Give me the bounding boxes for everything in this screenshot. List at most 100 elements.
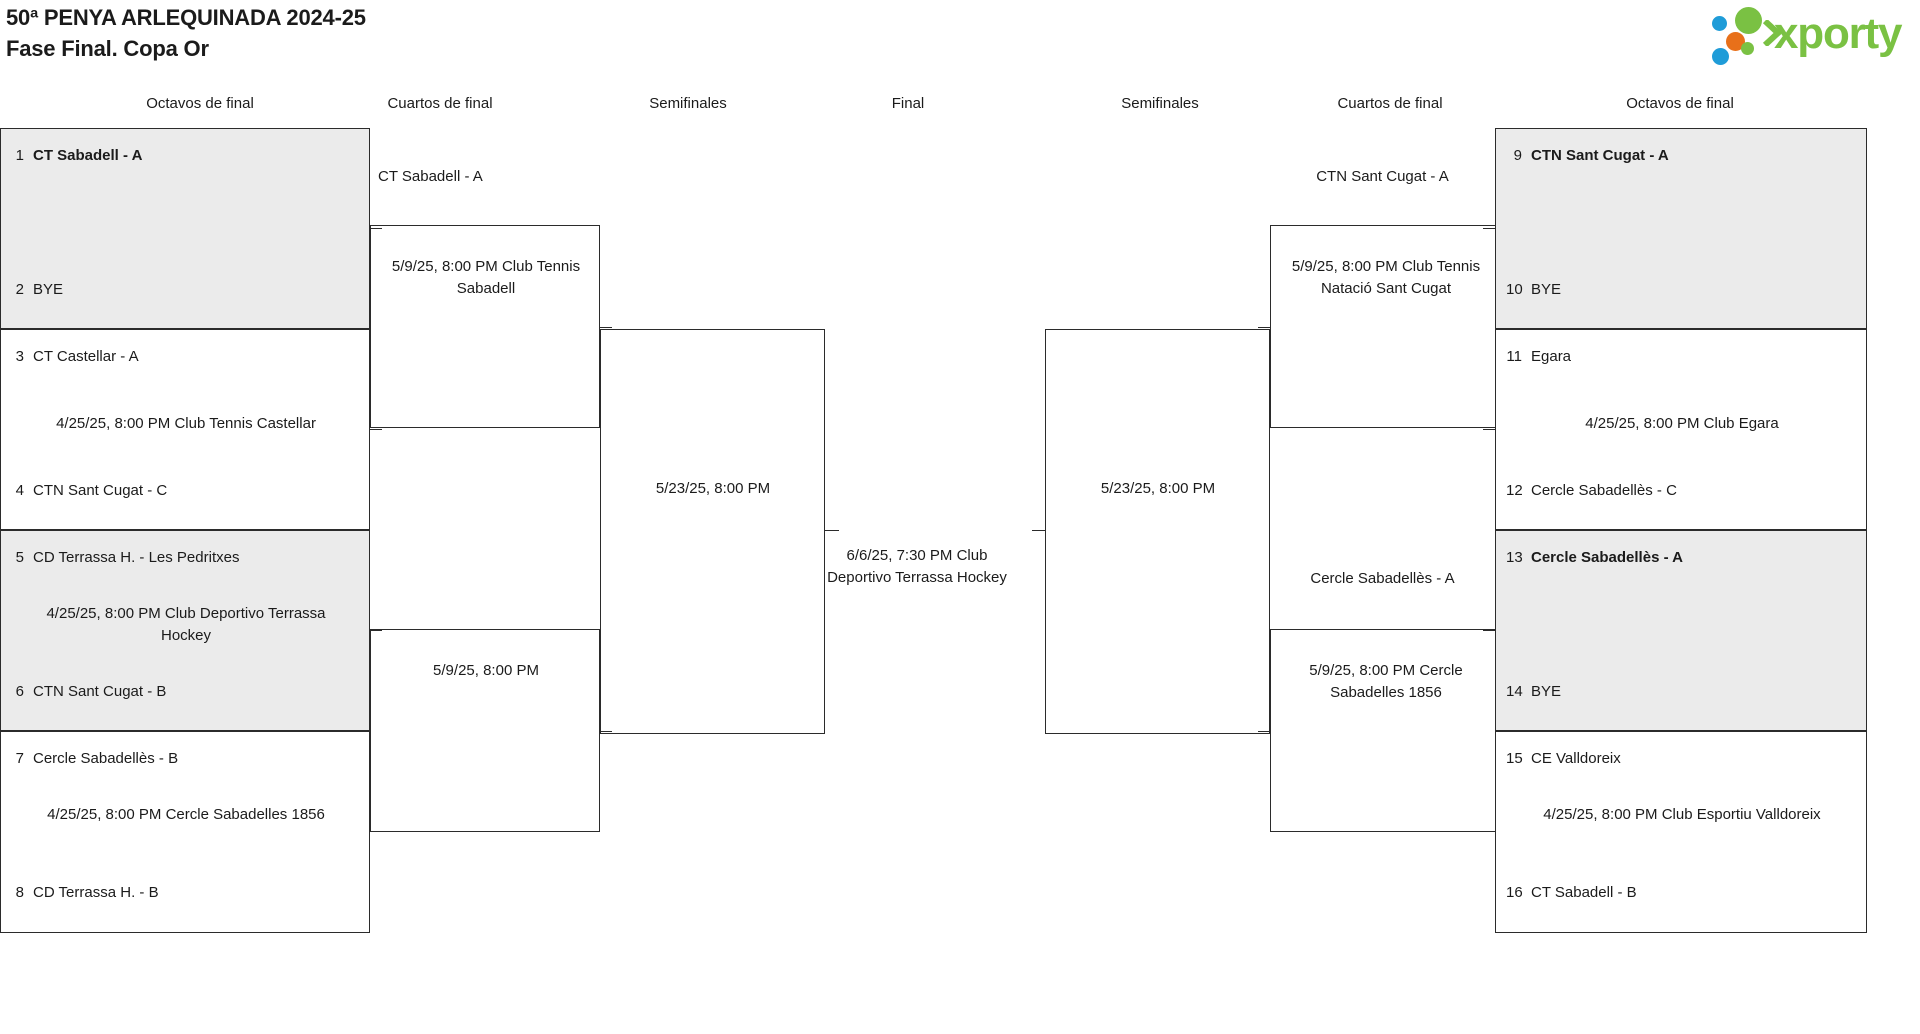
team-name: CD Terrassa H. - B — [33, 884, 159, 901]
round-header-semifinales-left: Semifinales — [649, 95, 727, 112]
page-title: 50ª PENYA ARLEQUINADA 2024-25 Fase Final… — [6, 2, 366, 64]
match-info: 4/25/25, 8:00 PM Club Esportiu Valldorei… — [1543, 806, 1821, 823]
match-box-right-octavos-2[interactable]: 11 Egara 4/25/25, 8:00 PM Club Egara 12 Ce… — [1495, 329, 1867, 530]
match-info-final: 6/6/25, 7:30 PM Club Deportivo Terrassa … — [827, 547, 1007, 586]
match-box-right-octavos-1[interactable]: 9 CTN Sant Cugat - A 10 BYE — [1495, 128, 1867, 329]
match-box-right-cuartos-1[interactable]: 5/9/25, 8:00 PM Club Tennis Natació Sant… — [1270, 225, 1500, 428]
connector-left-q1 — [600, 327, 612, 328]
match-box-left-octavos-1[interactable]: 1 CT Sabadell - A 2 BYE — [0, 128, 370, 329]
competitor-seed-10[interactable]: 10 BYE — [1496, 281, 1866, 299]
title-line-1: 50ª PENYA ARLEQUINADA 2024-25 — [6, 5, 366, 30]
match-info: 5/9/25, 8:00 PM Cercle Sabadelles 1856 — [1309, 662, 1463, 701]
match-box-right-octavos-4[interactable]: 15 CE Valldoreix 4/25/25, 8:00 PM Club Es… — [1495, 731, 1867, 933]
match-info: 4/25/25, 8:00 PM Cercle Sabadelles 1856 — [47, 806, 325, 823]
match-info: 4/25/25, 8:00 PM Club Deportivo Terrassa… — [46, 605, 326, 644]
seed-number: 1 — [15, 147, 24, 164]
connector-right-o3 — [1483, 630, 1495, 631]
team-name: CT Sabadell - A — [33, 147, 143, 164]
connector-right-o2 — [1483, 429, 1495, 430]
team-name: BYE — [1531, 281, 1562, 298]
competitor-seed-6[interactable]: 6 CTN Sant Cugat - B — [1, 683, 369, 701]
connector-right-q2 — [1258, 731, 1270, 732]
connector-left-sf — [825, 530, 839, 531]
match-box-right-cuartos-2[interactable]: 5/9/25, 8:00 PM Cercle Sabadelles 1856 — [1270, 629, 1500, 832]
connector-right-o4 — [1483, 831, 1495, 832]
competitor-seed-1[interactable]: 1 CT Sabadell - A — [1, 147, 369, 165]
connector-left-o1 — [370, 228, 382, 229]
chevron-right-icon — [1763, 20, 1781, 46]
round-header-octavos-left: Octavos de final — [146, 95, 254, 112]
seed-number: 5 — [15, 549, 24, 566]
seed-number: 3 — [15, 348, 24, 365]
match-info: 4/25/25, 8:00 PM Club Egara — [1585, 415, 1779, 432]
round-header-octavos-right: Octavos de final — [1626, 95, 1734, 112]
match-box-right-semifinal[interactable]: 5/23/25, 8:00 PM — [1045, 329, 1270, 734]
team-name: CTN Sant Cugat - B — [33, 683, 167, 700]
seed-number: 15 — [1506, 750, 1523, 767]
round-header-cuartos-right: Cuartos de final — [1337, 95, 1443, 112]
connector-left-o4 — [370, 831, 382, 832]
match-info: 4/25/25, 8:00 PM Club Tennis Castellar — [56, 415, 316, 432]
seed-number: 4 — [15, 482, 24, 499]
round-header-cuartos-left: Cuartos de final — [387, 95, 493, 112]
seed-number: 11 — [1506, 348, 1522, 365]
connector-left-q2 — [600, 731, 612, 732]
competitor-seed-7[interactable]: 7 Cercle Sabadellès - B — [1, 750, 369, 768]
match-info: 5/9/25, 8:00 PM Club Tennis Sabadell — [391, 258, 581, 297]
competitor-seed-12[interactable]: 12 Cercle Sabadellès - C — [1496, 482, 1866, 500]
match-info: 5/23/25, 8:00 PM — [655, 480, 771, 497]
team-name: Cercle Sabadellès - A — [1531, 549, 1684, 566]
match-box-left-octavos-2[interactable]: 3 CT Castellar - A 4/25/25, 8:00 PM Club … — [0, 329, 370, 530]
team-name: BYE — [1531, 683, 1562, 700]
round-header-final: Final — [891, 95, 925, 112]
advancing-team-right-cuartos-1: CTN Sant Cugat - A — [1316, 168, 1449, 185]
connector-right-sf — [1032, 530, 1046, 531]
connector-right-q1 — [1258, 327, 1270, 328]
match-box-left-semifinal[interactable]: 5/23/25, 8:00 PM — [600, 329, 825, 734]
seed-number: 14 — [1506, 683, 1523, 700]
seed-number: 6 — [15, 683, 24, 700]
logo-wordmark: xporty — [1774, 9, 1902, 58]
competitor-seed-14[interactable]: 14 BYE — [1496, 683, 1866, 701]
seed-number: 7 — [15, 750, 24, 767]
team-name: Cercle Sabadellès - C — [1531, 482, 1677, 499]
connector-left-o3 — [370, 630, 382, 631]
seed-number: 10 — [1506, 281, 1523, 298]
team-name: CTN Sant Cugat - A — [1531, 147, 1669, 164]
match-info: 5/9/25, 8:00 PM — [433, 662, 539, 679]
team-name: CT Castellar - A — [33, 348, 139, 365]
match-info: 5/23/25, 8:00 PM — [1100, 480, 1216, 497]
seed-number: 9 — [1513, 147, 1522, 164]
team-name: CTN Sant Cugat - C — [33, 482, 168, 499]
advancing-team-right-cuartos-2: Cercle Sabadellès - A — [1310, 570, 1455, 587]
team-name: CT Sabadell - B — [1531, 884, 1637, 901]
competitor-seed-11[interactable]: 11 Egara — [1496, 348, 1866, 366]
match-box-left-cuartos-2[interactable]: 5/9/25, 8:00 PM — [370, 629, 600, 832]
competitor-seed-2[interactable]: 2 BYE — [1, 281, 369, 299]
connector-left-o2 — [370, 429, 382, 430]
competitor-seed-9[interactable]: 9 CTN Sant Cugat - A — [1496, 147, 1866, 165]
team-name: CE Valldoreix — [1531, 750, 1621, 767]
competitor-seed-15[interactable]: 15 CE Valldoreix — [1496, 750, 1866, 768]
seed-number: 12 — [1506, 482, 1523, 499]
match-box-left-cuartos-1[interactable]: 5/9/25, 8:00 PM Club Tennis Sabadell — [370, 225, 600, 428]
team-name: Cercle Sabadellès - B — [33, 750, 179, 767]
page-header: 50ª PENYA ARLEQUINADA 2024-25 Fase Final… — [0, 0, 1920, 72]
match-box-left-octavos-4[interactable]: 7 Cercle Sabadellès - B 4/25/25, 8:00 PM … — [0, 731, 370, 933]
competitor-seed-3[interactable]: 3 CT Castellar - A — [1, 348, 369, 366]
logo-dots-icon — [1712, 4, 1776, 65]
competitor-seed-16[interactable]: 16 CT Sabadell - B — [1496, 884, 1866, 902]
round-header-semifinales-right: Semifinales — [1121, 95, 1199, 112]
title-line-2: Fase Final. Copa Or — [6, 36, 209, 61]
seed-number: 2 — [15, 281, 24, 298]
seed-number: 16 — [1506, 884, 1523, 901]
xporty-logo[interactable]: xporty — [1712, 4, 1912, 65]
team-name: BYE — [33, 281, 64, 298]
team-name: Egara — [1531, 348, 1572, 365]
competitor-seed-4[interactable]: 4 CTN Sant Cugat - C — [1, 482, 369, 500]
